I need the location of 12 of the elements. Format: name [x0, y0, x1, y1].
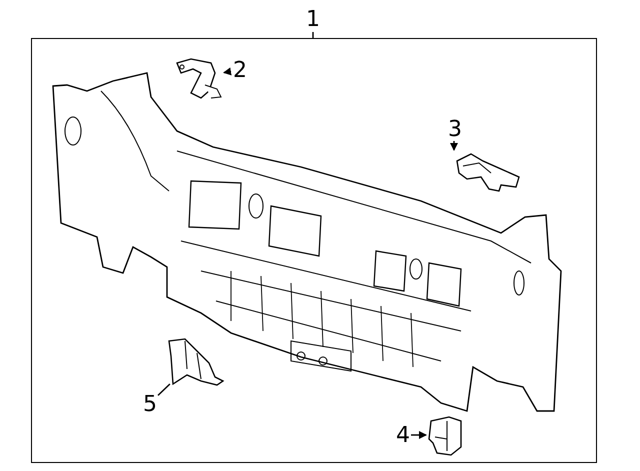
leader-line [312, 32, 314, 38]
callout-number: 5 [141, 393, 159, 417]
callout-number: 4 [394, 424, 412, 448]
leader-arrow [411, 431, 427, 439]
assembly-frame [31, 38, 597, 463]
leader-line [158, 384, 170, 396]
callout-number: 1 [304, 8, 322, 32]
leader-arrow [223, 67, 232, 76]
leader-arrow [450, 141, 458, 151]
callout-number: 2 [232, 59, 248, 83]
bracket-drawing [167, 337, 225, 385]
callout-number: 3 [446, 118, 464, 142]
